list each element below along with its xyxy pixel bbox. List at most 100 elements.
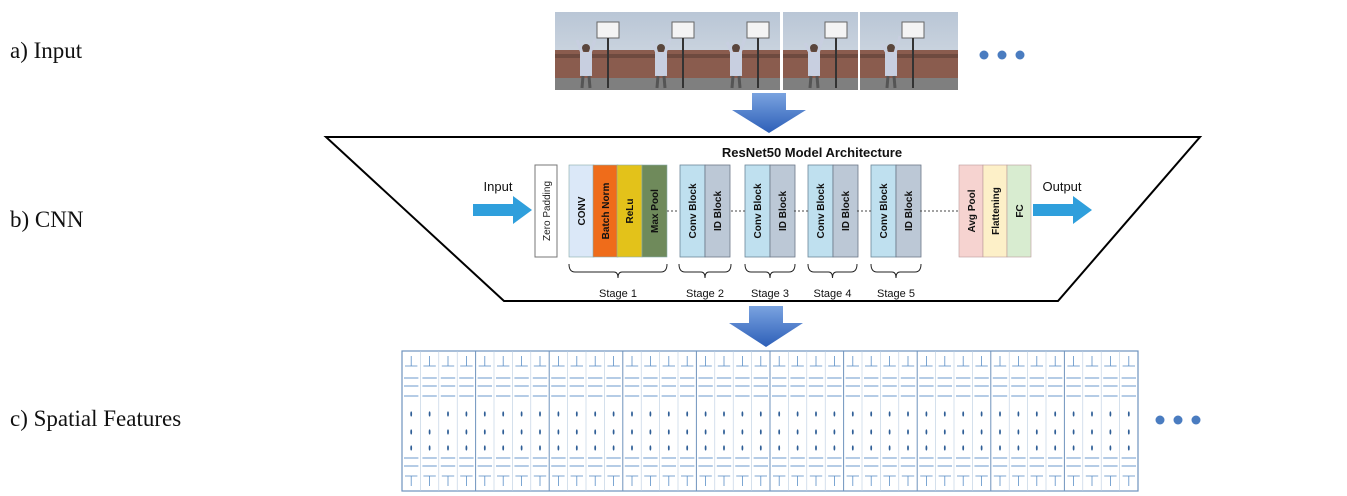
conv-block-label: Conv Block (816, 183, 827, 238)
stage-1-layer-label: ReLu (625, 199, 636, 224)
feature-column (843, 351, 860, 491)
conv-block (870, 164, 897, 258)
feature-column (990, 351, 1008, 491)
stage-brace: Stage 4 (807, 263, 858, 300)
feature-column (916, 351, 934, 491)
down-arrow-2 (729, 306, 803, 347)
feature-column (972, 351, 989, 491)
conv-block (807, 164, 834, 258)
feature-column (935, 351, 952, 491)
feature-column (1027, 351, 1044, 491)
feature-column (732, 351, 750, 491)
conv-block-label: Conv Block (879, 183, 890, 238)
output-arrow-label: Output (1042, 179, 1081, 194)
down-arrow-1 (732, 93, 806, 133)
feature-column (677, 351, 695, 491)
stage-1-layer: Max Pool (641, 164, 668, 258)
feature-column (1082, 351, 1100, 491)
feature-column (404, 356, 419, 486)
stage-1-layer-label: Batch Norm (601, 183, 612, 240)
conv-block (679, 164, 706, 258)
feature-column (622, 351, 640, 491)
video-frame (783, 12, 858, 90)
output-arrow (1033, 196, 1092, 224)
tail-layer: Avg Pool (958, 164, 984, 258)
spatial-ellipsis-dots (1155, 415, 1201, 425)
stage-1-layer-label: Max Pool (650, 189, 661, 233)
feature-column (714, 351, 732, 491)
stage-1-layer: Batch Norm (592, 164, 619, 258)
video-frame (630, 12, 705, 90)
input-row-label: a) Input (10, 38, 83, 63)
feature-column (1119, 351, 1136, 491)
feature-column (548, 351, 566, 491)
spatial-features-row-label: c) Spatial Features (10, 406, 182, 431)
conv-block-label: Conv Block (753, 183, 764, 238)
feature-column (530, 351, 548, 491)
id-block (832, 164, 859, 258)
feature-column (788, 351, 805, 491)
feature-column (420, 351, 437, 491)
stage-brace: Stage 1 (568, 263, 668, 300)
conv-block-label: Conv Block (688, 183, 699, 238)
feature-column (769, 351, 787, 491)
stage-1-layer-label: CONV (577, 196, 588, 225)
stage-1-layers: CONV Batch Norm ReLu Max Pool (568, 164, 668, 258)
spatial-feature-maps (401, 350, 1139, 492)
video-frame (555, 12, 630, 90)
stage-label: Stage 1 (599, 288, 637, 300)
id-block-label: ID Block (778, 191, 789, 231)
stage-brace: Stage 5 (870, 263, 922, 300)
video-frame (705, 12, 780, 90)
feature-column (953, 351, 971, 491)
feature-column (475, 351, 492, 491)
stage-braces: Stage 1 Stage 2 Stage 3 Stage 4 Stage 5 (568, 263, 922, 300)
zero-padding-label: Zero Padding (542, 181, 553, 241)
feature-column (438, 351, 456, 491)
feature-column (456, 351, 474, 491)
input-video-frames (555, 12, 958, 90)
zero-padding-layer: Zero Padding (534, 164, 558, 258)
id-block (895, 164, 922, 258)
feature-column (861, 351, 879, 491)
residual-stage: Conv Block ID Block (744, 164, 796, 258)
feature-column (880, 351, 897, 491)
tail-layer-label: Avg Pool (967, 189, 978, 232)
stage-label: Stage 5 (877, 288, 915, 300)
tail-layer: Flattening (982, 164, 1008, 258)
feature-column (824, 351, 842, 491)
id-block-label: ID Block (713, 191, 724, 231)
video-frame (860, 12, 958, 90)
feature-column (695, 351, 713, 491)
stage-label: Stage 2 (686, 288, 724, 300)
feature-column (806, 351, 824, 491)
feature-column (640, 351, 658, 491)
feature-column (512, 351, 529, 491)
stage-label: Stage 3 (751, 288, 789, 300)
feature-column (585, 351, 603, 491)
stage-label: Stage 4 (814, 288, 852, 300)
feature-column (1063, 351, 1081, 491)
stage-brace: Stage 2 (678, 263, 732, 300)
stage-brace: Stage 3 (744, 263, 796, 300)
id-block-label: ID Block (841, 191, 852, 231)
stage-1-layer: ReLu (616, 164, 643, 258)
input-arrow (473, 196, 532, 224)
feature-column (567, 351, 584, 491)
cnn-row-label: b) CNN (10, 207, 84, 232)
input-ellipsis-dots (979, 50, 1025, 60)
feature-column (659, 351, 676, 491)
id-block (704, 164, 731, 258)
architecture-title: ResNet50 Model Architecture (722, 145, 902, 160)
feature-column (751, 351, 768, 491)
stage-1-layer: CONV (568, 164, 595, 258)
feature-column (1045, 351, 1063, 491)
residual-stage: Conv Block ID Block (679, 164, 731, 258)
tail-layer: FC (1006, 164, 1032, 258)
residual-stage-blocks: Conv Block ID Block Conv Block ID Block Conv… (679, 164, 922, 258)
feature-column (604, 351, 621, 491)
id-block (769, 164, 796, 258)
